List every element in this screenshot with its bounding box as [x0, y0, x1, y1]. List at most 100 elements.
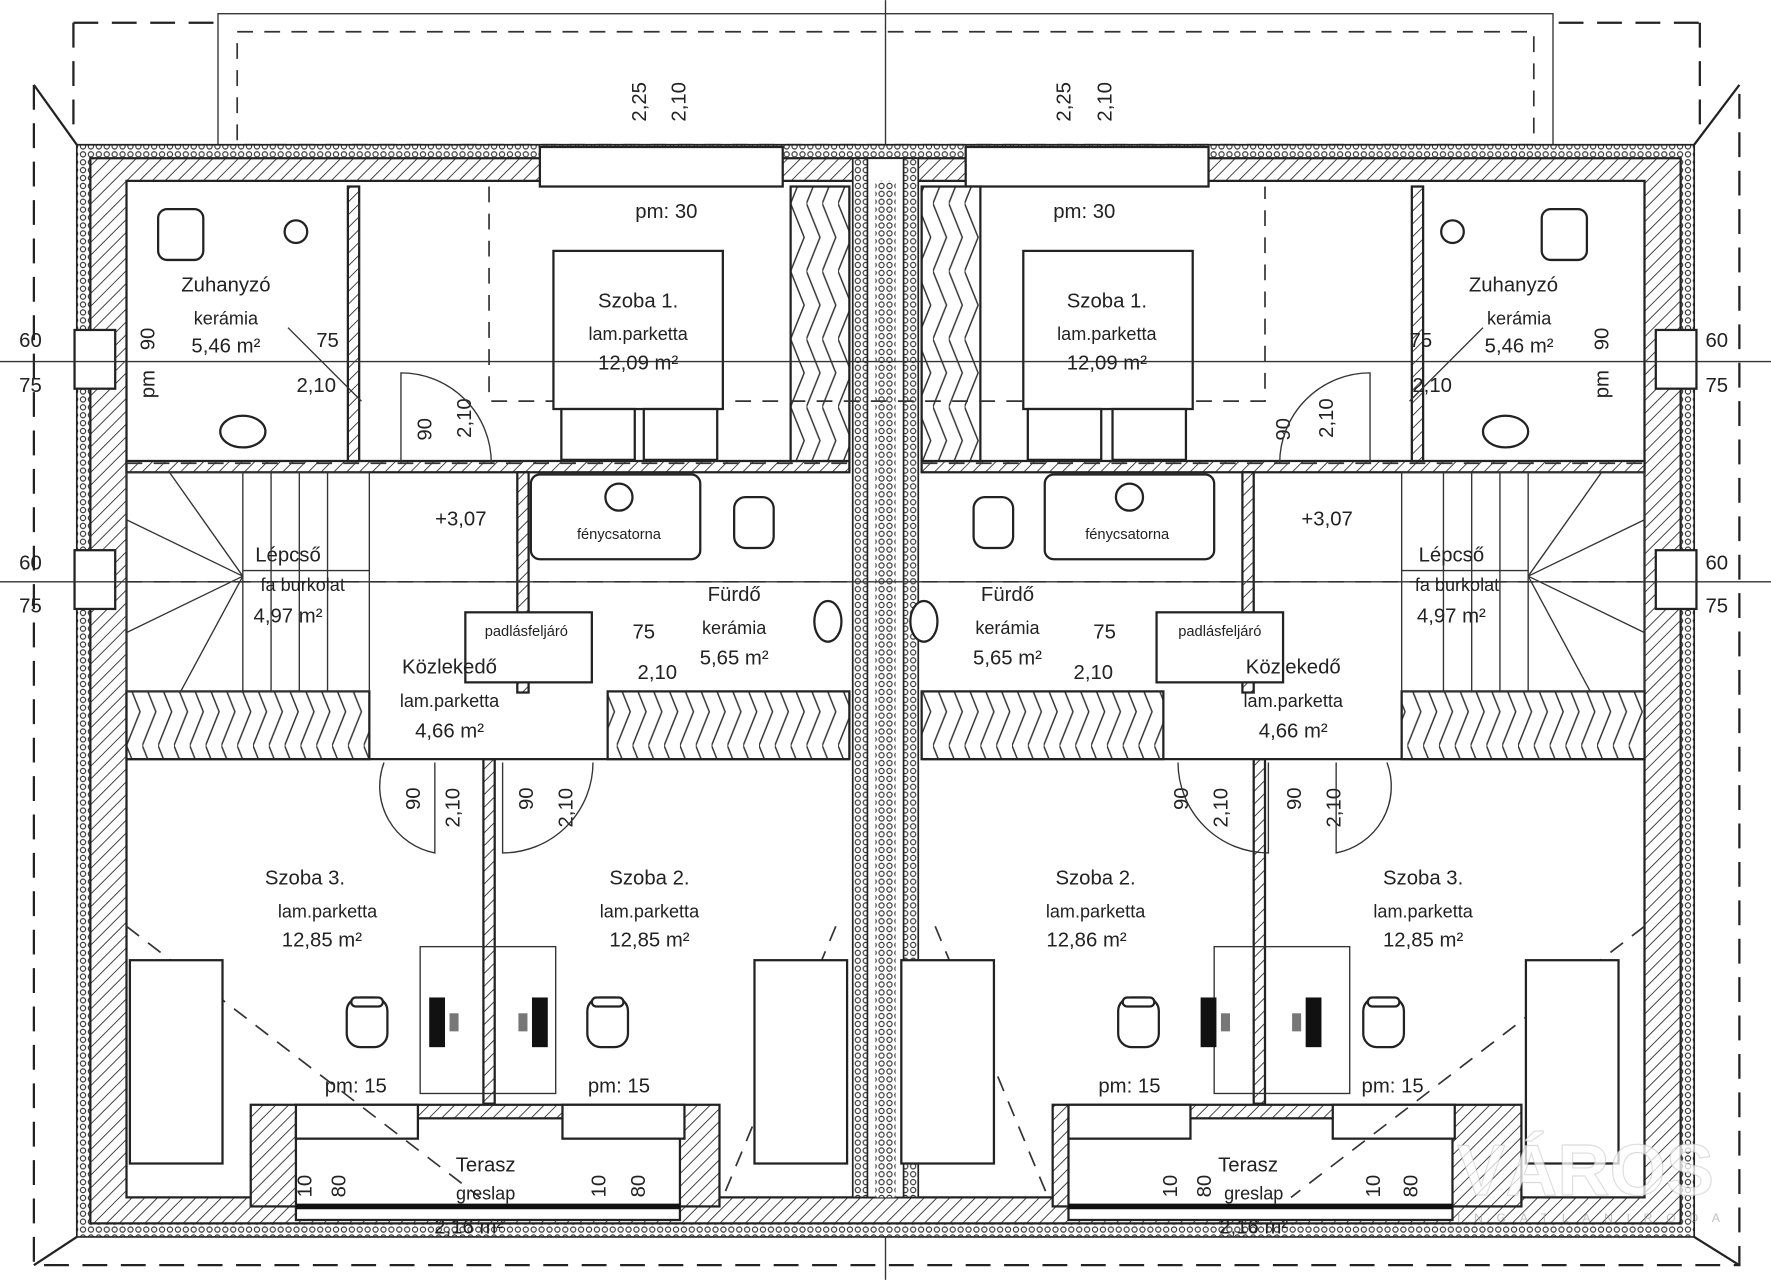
dim-label: 2,10	[669, 82, 691, 122]
skylight-label: fénycsatorna	[577, 527, 662, 543]
left-unit: Zuhanyzó kerámia 5,46 m² pm: 30 Szoba 1.…	[181, 201, 769, 1238]
room-floor: lam.parketta	[600, 901, 700, 921]
dim-label: 75	[632, 621, 655, 643]
dim-label: 10	[295, 1175, 317, 1198]
room-area: 12,85 m²	[1383, 930, 1463, 952]
room-area: 4,97 m²	[1417, 605, 1486, 627]
room-name: Szoba 2.	[609, 868, 689, 890]
dim-label: 80	[628, 1175, 650, 1198]
dim-label: 2,25	[629, 82, 651, 122]
room-area: 12,86 m²	[1046, 930, 1126, 952]
door-swings	[287, 327, 1484, 854]
room-floor: lam.parketta	[400, 691, 500, 711]
room-floor: fa burkolat	[1415, 575, 1499, 595]
sill-height: pm: 15	[325, 1075, 387, 1097]
room-name: Szoba 3.	[265, 868, 345, 890]
dim-label: 60	[19, 330, 42, 352]
dim-label: 2,10	[296, 375, 336, 397]
sill-height: pm: 15	[1362, 1075, 1424, 1097]
room-floor: greslap	[456, 1184, 515, 1204]
dim-label: 2,10	[1094, 82, 1116, 122]
sill-height: pm: 15	[1098, 1075, 1160, 1097]
dim-label: 2,10	[556, 788, 578, 828]
room-name: Terasz	[1218, 1154, 1278, 1176]
dim-label: 60	[19, 552, 42, 574]
dim-label: 90	[1284, 787, 1306, 810]
room-area: 12,09 m²	[598, 352, 678, 374]
dim-label: 75	[1705, 375, 1728, 397]
room-floor: lam.parketta	[1046, 901, 1146, 921]
dim-label: 60	[1705, 330, 1728, 352]
room-name: Zuhanyzó	[1469, 275, 1558, 297]
right-unit: Zuhanyzó kerámia 5,46 m² pm: 30 Szoba 1.…	[973, 201, 1558, 1238]
room-floor: kerámia	[975, 618, 1040, 638]
room-area: 5,46 m²	[191, 336, 260, 358]
room-name: Közlekedő	[1246, 656, 1341, 678]
dim-label: 2,10	[1316, 398, 1338, 438]
room-name: Közlekedő	[402, 656, 497, 678]
room-name: Szoba 3.	[1383, 868, 1463, 890]
room-floor: kerámia	[194, 308, 259, 328]
room-area: 5,65 m²	[973, 647, 1042, 669]
axis-lines	[0, 360, 1771, 583]
dim-label: 75	[316, 330, 339, 352]
room-name: Szoba 1.	[598, 290, 678, 312]
dim-label: 90	[1591, 328, 1613, 351]
dim-label: 10	[1363, 1175, 1385, 1198]
room-floor: lam.parketta	[588, 324, 688, 344]
room-name: Terasz	[456, 1154, 516, 1176]
dim-label: 75	[19, 375, 42, 397]
room-name: Fürdő	[708, 584, 761, 606]
dim-label: 75	[19, 595, 42, 617]
attic-access-label: padlásfeljáró	[485, 624, 568, 640]
watermark-subtext: INGATLANIRODA	[1457, 1211, 1734, 1225]
dim-label: 60	[1705, 552, 1728, 574]
dim-label: 90	[403, 787, 425, 810]
dim-label: 90	[138, 328, 160, 351]
dim-label: 10	[1160, 1175, 1182, 1198]
room-area: 5,46 m²	[1485, 336, 1554, 358]
room-name: Lépcső	[1419, 545, 1485, 567]
dim-label: 2,10	[1324, 788, 1346, 828]
sill-height: pm: 30	[635, 201, 697, 223]
dim-label: pm	[138, 370, 160, 398]
room-name: Zuhanyzó	[181, 275, 270, 297]
room-area: 2,16 m²	[1219, 1217, 1288, 1239]
room-area: 4,97 m²	[254, 605, 323, 627]
dim-label: 80	[329, 1175, 351, 1198]
dim-label: 90	[516, 787, 538, 810]
watermark-text: VÁROS	[1457, 1131, 1714, 1211]
level-mark: +3,07	[1301, 508, 1352, 530]
sill-height: pm: 30	[1053, 201, 1115, 223]
room-area: 2,16 m²	[434, 1217, 503, 1239]
dim-label: 2,25	[1054, 82, 1076, 122]
dim-label: 2,10	[443, 788, 465, 828]
dim-label: 80	[1400, 1175, 1422, 1198]
dim-label: 2,10	[1074, 662, 1114, 684]
dim-label: 2,10	[638, 662, 678, 684]
room-floor: kerámia	[702, 618, 767, 638]
room-floor: fa burkolat	[261, 575, 345, 595]
dim-label: 2,10	[1412, 375, 1452, 397]
room-name: Szoba 2.	[1055, 868, 1135, 890]
room-area: 5,65 m²	[700, 647, 769, 669]
dim-label: 75	[1093, 621, 1116, 643]
dim-label: 2,10	[454, 398, 476, 438]
dim-label: 2,10	[1211, 788, 1233, 828]
dim-label: 75	[1705, 595, 1728, 617]
room-floor: lam.parketta	[278, 901, 378, 921]
dim-label: 90	[414, 418, 436, 441]
level-mark: +3,07	[435, 508, 486, 530]
room-floor: lam.parketta	[1373, 901, 1473, 921]
sill-height: pm: 15	[588, 1075, 650, 1097]
watermark: VÁROS INGATLANIRODA	[1456, 1131, 1734, 1226]
room-area: 4,66 m²	[415, 721, 484, 743]
room-floor: kerámia	[1487, 308, 1552, 328]
dim-label: pm	[1591, 370, 1613, 398]
room-area: 4,66 m²	[1259, 721, 1328, 743]
dim-label: 10	[588, 1175, 610, 1198]
furniture	[128, 207, 1620, 1165]
room-area: 12,09 m²	[1067, 352, 1147, 374]
room-name: Szoba 1.	[1067, 290, 1147, 312]
